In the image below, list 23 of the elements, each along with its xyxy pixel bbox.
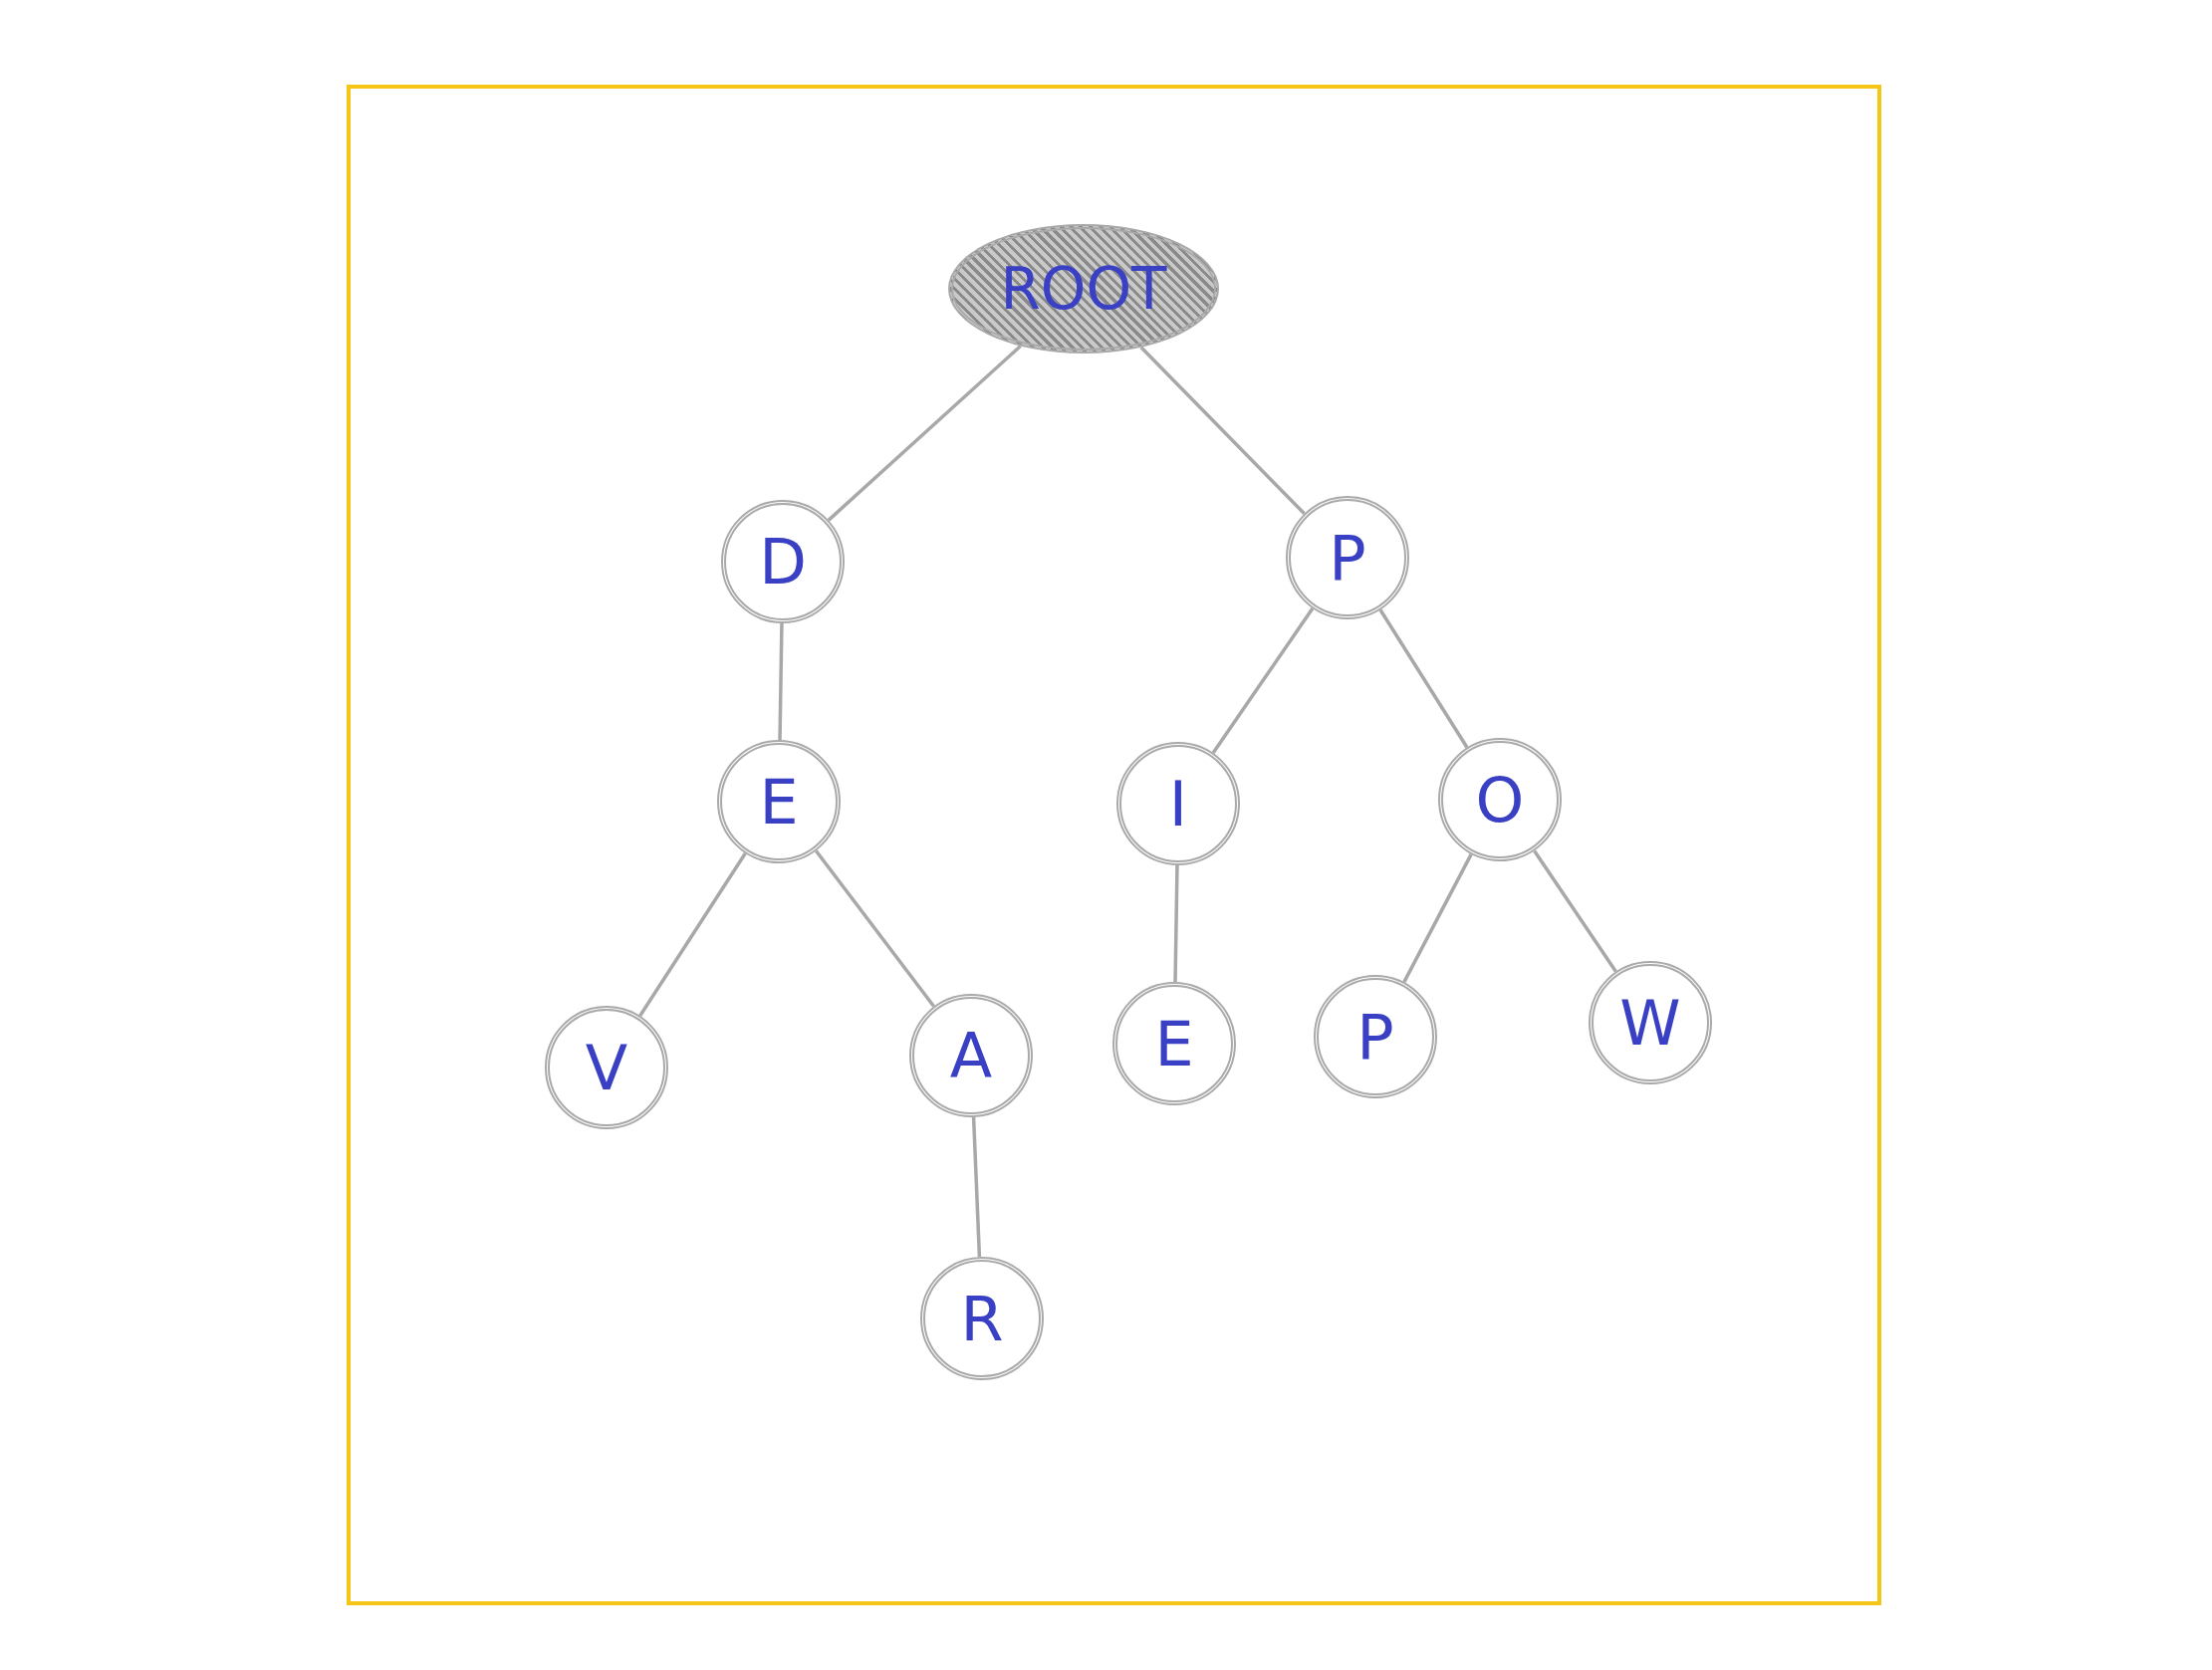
tree-edge-line	[827, 345, 1022, 522]
tree-node-circle: E	[1112, 982, 1236, 1105]
tree-edge-line	[1402, 853, 1473, 983]
root-node-ellipse: ROOT	[948, 224, 1219, 354]
tree-edge-line	[778, 622, 784, 741]
tree-edge-line	[1533, 849, 1617, 973]
tree-node-circle: O	[1438, 738, 1562, 861]
tree-edge-line	[638, 852, 747, 1017]
tree-node-circle: P	[1314, 975, 1437, 1098]
tree-node-circle: P	[1286, 496, 1409, 619]
tree-node-circle: R	[920, 1257, 1044, 1380]
tree-edge-line	[1211, 607, 1315, 754]
tree-node-circle: V	[545, 1006, 668, 1129]
tree-edge-line	[815, 849, 935, 1008]
tree-edge-line	[1378, 608, 1469, 749]
tree-node-circle: D	[721, 500, 845, 623]
tree-node-circle: E	[717, 740, 841, 863]
tree-edge-line	[971, 1116, 982, 1258]
tree-node-circle: A	[909, 994, 1033, 1117]
tree-edge-line	[1139, 346, 1306, 515]
tree-node-circle: W	[1589, 961, 1712, 1084]
tree-node-circle: I	[1116, 742, 1240, 865]
tree-edge-line	[1173, 864, 1179, 983]
